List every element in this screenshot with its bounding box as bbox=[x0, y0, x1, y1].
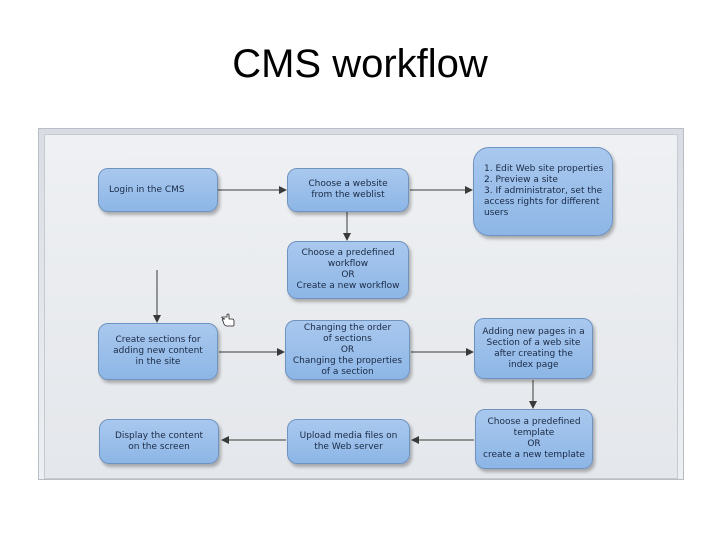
slide-title: CMS workflow bbox=[232, 42, 488, 86]
node-add-pages: Adding new pages in a Section of a web s… bbox=[474, 318, 593, 379]
node-choose-workflow: Choose a predefined workflow OR Create a… bbox=[287, 241, 409, 299]
node-edit-properties: 1. Edit Web site properties 2. Preview a… bbox=[473, 147, 613, 236]
node-choose-template: Choose a predefined template OR create a… bbox=[475, 409, 593, 469]
node-choose-website: Choose a website from the weblist bbox=[287, 168, 409, 212]
node-create-sections: Create sections for adding new content i… bbox=[98, 323, 218, 380]
node-upload-media: Upload media files on the Web server bbox=[287, 419, 410, 464]
node-change-order: Changing the order of sections OR Changi… bbox=[285, 320, 410, 380]
hand-pointer-icon bbox=[221, 313, 235, 327]
node-login: Login in the CMS bbox=[98, 168, 218, 212]
node-display-content: Display the content on the screen bbox=[99, 419, 219, 464]
